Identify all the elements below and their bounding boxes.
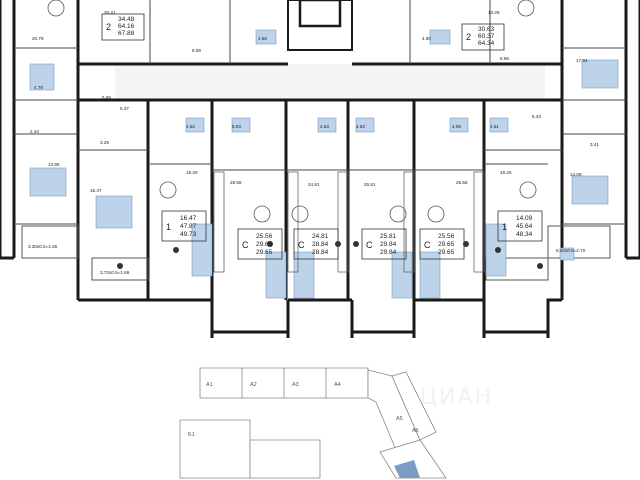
kitchen-area-label: 18.26 [500,170,512,175]
apartment-summary-box [237,228,283,260]
total-area-with-balcony: 29.65 [256,249,273,256]
area-label: 20.41 [104,10,116,15]
site-plan [179,367,447,479]
living-area: 25.81 [380,233,397,240]
kitchen-area-label: 18.20 [186,170,198,175]
apartment-summary-box [161,210,207,242]
total-area-with-balcony: 28.84 [312,249,329,256]
current-section-marker [394,460,420,478]
bathroom-area-label: 5.03 [232,124,241,129]
section-label[interactable]: A6 [412,428,419,434]
area-label: 17.34 [576,58,588,63]
living-area: 14.09 [516,215,533,222]
area-label: 13.29 [488,10,500,15]
apartment-summary-box [461,23,505,51]
section-label[interactable]: A3 [292,382,299,388]
living-area: 34.48 [118,16,135,23]
section-label[interactable]: A2 [250,382,257,388]
bedroom-area-label: 16.47 [90,188,102,193]
room-count: 2 [466,32,471,42]
living-area: 25.56 [438,233,455,240]
total-area: 47.87 [180,223,197,230]
area-label: 3.41 [590,142,599,147]
room-count: C [366,240,373,250]
room-count: 1 [502,222,507,232]
area-label: 3.29 [100,140,109,145]
total-area: 29.84 [380,241,397,248]
kitchen-area-label: 25.56 [456,180,468,185]
apartment-summary-box [497,210,543,242]
total-area: 45.64 [516,223,533,230]
living-area: 24.81 [312,233,329,240]
room-count: 1 [166,222,171,232]
section-label[interactable]: Б1 [188,432,195,438]
bathroom-area-label: 4.06 [452,124,461,129]
total-area-with-balcony: 67.88 [118,30,135,37]
apartment-summary-box [419,228,465,260]
area-label: 2.44 [30,129,39,134]
bedroom-area-label: 14.09 [570,172,582,177]
total-area: 64.16 [118,23,135,30]
room-count: C [424,240,431,250]
apartment-summary-box [101,13,145,41]
total-area-with-balcony: 49.73 [180,231,197,238]
area-label: 5.43 [532,114,541,119]
area-label: 8.59 [192,48,201,53]
area-label: 6.37 [120,106,129,111]
apartment-summary-box [293,228,339,260]
balcony-area-label: 3.72x0.5=1.86 [100,270,130,275]
kitchen-area-label: 28.56 [230,180,242,185]
total-area-with-balcony: 29.65 [438,249,455,256]
room-count: 2 [106,22,111,32]
area-label: 6.66 [102,95,111,100]
total-area-with-balcony: 64.34 [478,40,495,47]
bathroom-area-label: 4.51 [490,124,499,129]
total-area: 29.65 [256,241,273,248]
total-area: 29.65 [438,241,455,248]
area-label: 4.86 [258,36,267,41]
total-area-with-balcony: 29.84 [380,249,397,256]
balcony-area-label: 5.40x0.5=2.70 [556,248,586,253]
total-area: 28.84 [312,241,329,248]
total-area-with-balcony: 48.34 [516,231,533,238]
room-count: C [242,240,249,250]
bathroom-area-label: 4.52 [186,124,195,129]
outer-walls [0,0,640,334]
section-label[interactable]: A1 [206,382,213,388]
total-area: 60.37 [478,33,495,40]
living-area: 25.56 [256,233,273,240]
area-label: 8.86 [500,56,509,61]
apartment-summary-box [361,228,407,260]
bedroom-area-label: 13.95 [48,162,60,167]
area-label: 20.79 [32,36,44,41]
living-area: 16.47 [180,215,197,222]
bathroom-area-label: 4.63 [320,124,329,129]
bathroom-area-label: 4.63 [356,124,365,129]
furniture [29,29,619,299]
section-label[interactable]: A4 [334,382,341,388]
kitchen-area-label: 25.81 [364,182,376,187]
balcony-area-label: 3.30x0.5=1.65 [28,244,58,249]
watermark: ЦИАН [420,385,493,410]
area-label: 4.80 [422,36,431,41]
section-label[interactable]: A5 [396,416,403,422]
area-label: 4.78 [34,85,43,90]
living-area: 30.63 [478,26,495,33]
room-count: C [298,240,305,250]
kitchen-area-label: 24.81 [308,182,320,187]
